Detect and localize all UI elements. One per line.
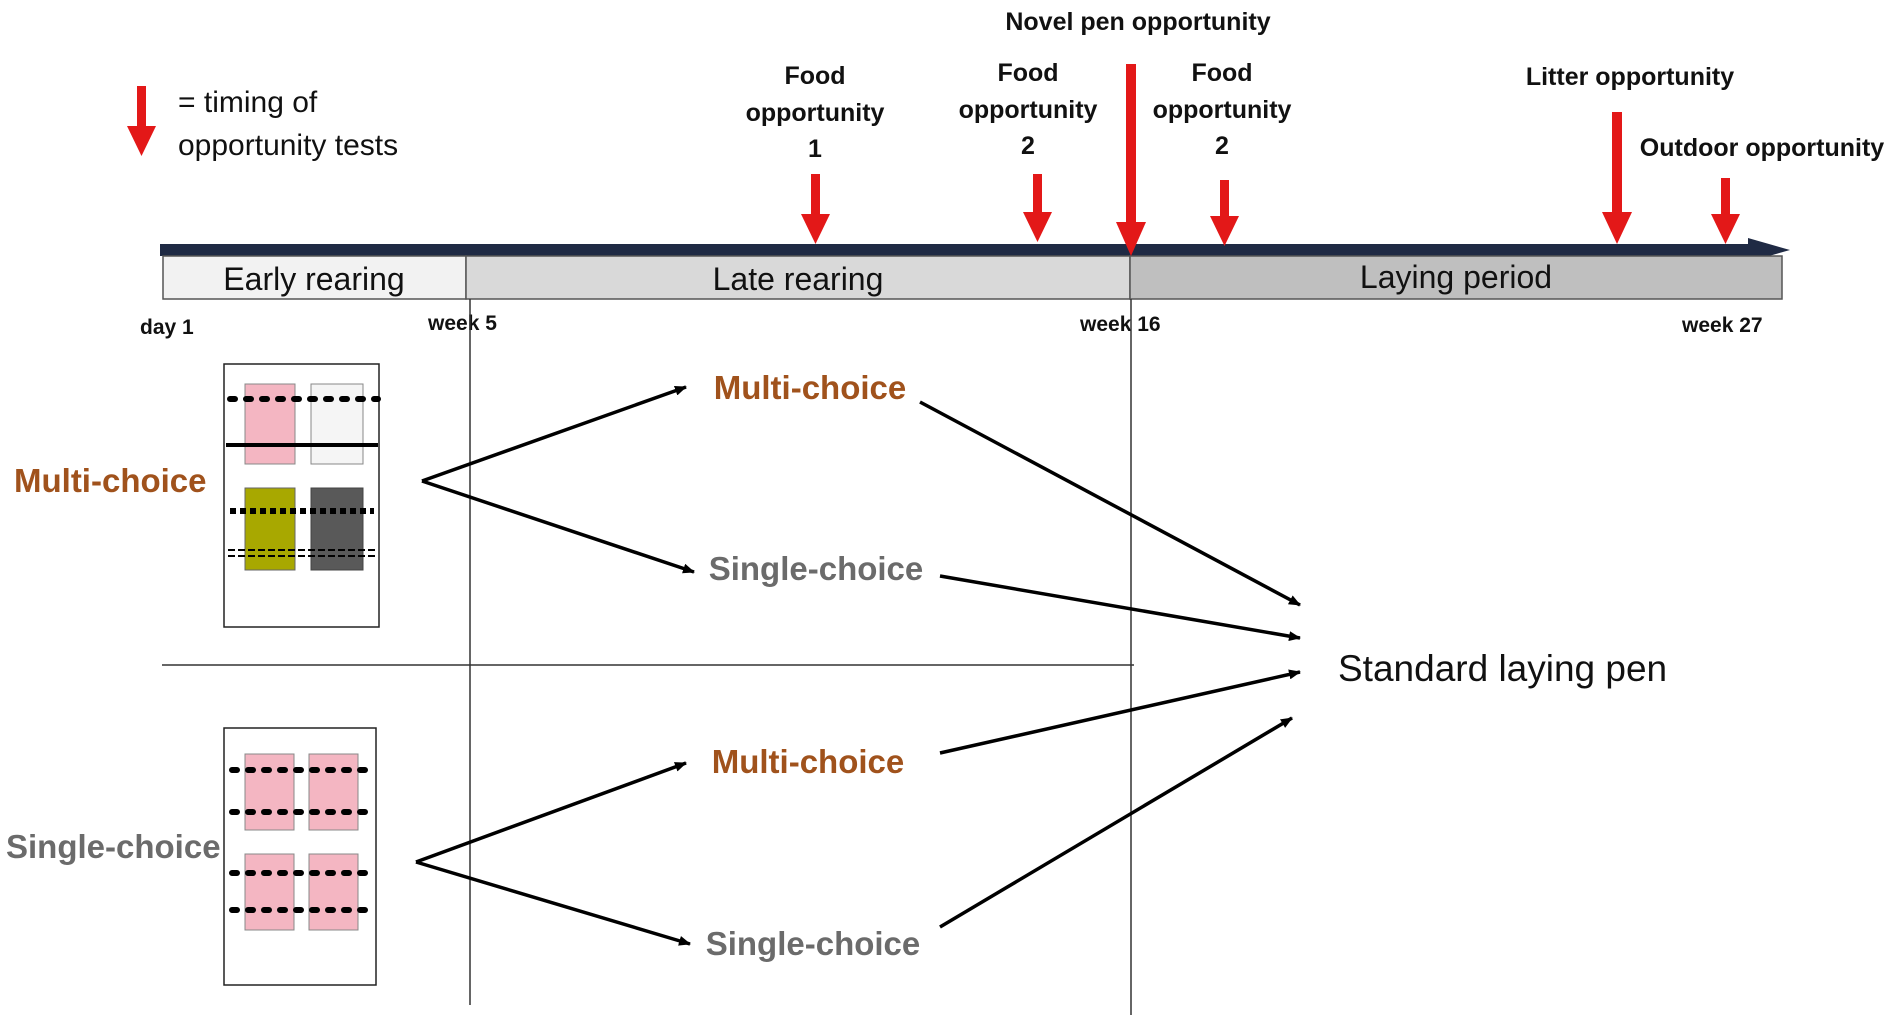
event-arrows [801,64,1740,256]
legend-red-arrow-icon [127,86,156,156]
period-laying-box [1129,255,1783,300]
arrow-late-ms-to-standard [939,574,1301,642]
timepoint-week5: week 5 [427,312,497,335]
timepoint-day1: day 1 [140,316,194,339]
period-late-label: Late rearing [713,261,884,297]
food2a-arrow-icon [1023,174,1052,242]
standard-laying-pen-label: Standard laying pen [1338,648,1667,689]
event-food2b-line3: 2 [1215,132,1229,160]
event-food2a-line2: opportunity [959,96,1098,124]
late-multi-single-label: Single-choice [709,550,924,587]
period-early-box [162,255,467,300]
arrow-late-sm-to-standard [939,669,1301,755]
divider-lines [162,299,1134,1015]
event-food1-line1: Food [784,62,845,90]
event-food2a-line1: Food [997,59,1058,87]
event-outdoor: Outdoor opportunity [1640,134,1884,162]
legend-text-line1: = timing of [178,86,318,119]
single-choice-pen-schematic [223,727,377,986]
event-food2b-line1: Food [1191,59,1252,87]
event-food1-line3: 1 [808,135,822,163]
multi-choice-pen-schematic [223,363,381,628]
event-food2b-line2: opportunity [1153,96,1292,124]
flow-arrows [415,385,1301,946]
timepoint-week16: week 16 [1079,313,1161,336]
event-novel-pen: Novel pen opportunity [1005,8,1270,36]
legend-text-line2: opportunity tests [178,129,398,162]
timepoints: day 1 week 5 week 16 week 27 [140,312,1763,339]
arrow-early-multi-to-late-multi [421,385,687,483]
arrow-early-single-to-late-multi [415,761,687,864]
event-food1-line2: opportunity [746,99,885,127]
late-single-single-label: Single-choice [706,925,921,962]
late-single-multi-label: Multi-choice [712,743,905,780]
event-labels: Food opportunity 1 Food opportunity 2 No… [746,8,1885,163]
period-laying-label: Laying period [1360,259,1552,295]
arrow-early-single-to-late-single [415,860,691,946]
arrow-late-mm-to-standard [919,400,1301,607]
arrow-late-ss-to-standard [939,716,1293,929]
legend: = timing of opportunity tests [127,86,398,162]
timepoint-week27: week 27 [1681,314,1763,337]
food1-arrow-icon [801,174,830,244]
early-single-choice-label: Single-choice [6,828,221,865]
early-multi-choice-label: Multi-choice [14,462,207,499]
arrow-early-multi-to-late-single [421,479,695,574]
outdoor-arrow-icon [1711,178,1740,244]
novel-pen-arrow-icon [1116,64,1146,256]
period-boxes: Early rearing Late rearing Laying period [162,255,1783,300]
litter-arrow-icon [1602,112,1632,244]
event-food2a-line3: 2 [1021,132,1035,160]
late-multi-multi-label: Multi-choice [714,369,907,406]
period-early-label: Early rearing [223,261,404,297]
event-litter: Litter opportunity [1526,63,1734,91]
period-late-box [465,255,1131,300]
food2b-arrow-icon [1210,180,1239,246]
